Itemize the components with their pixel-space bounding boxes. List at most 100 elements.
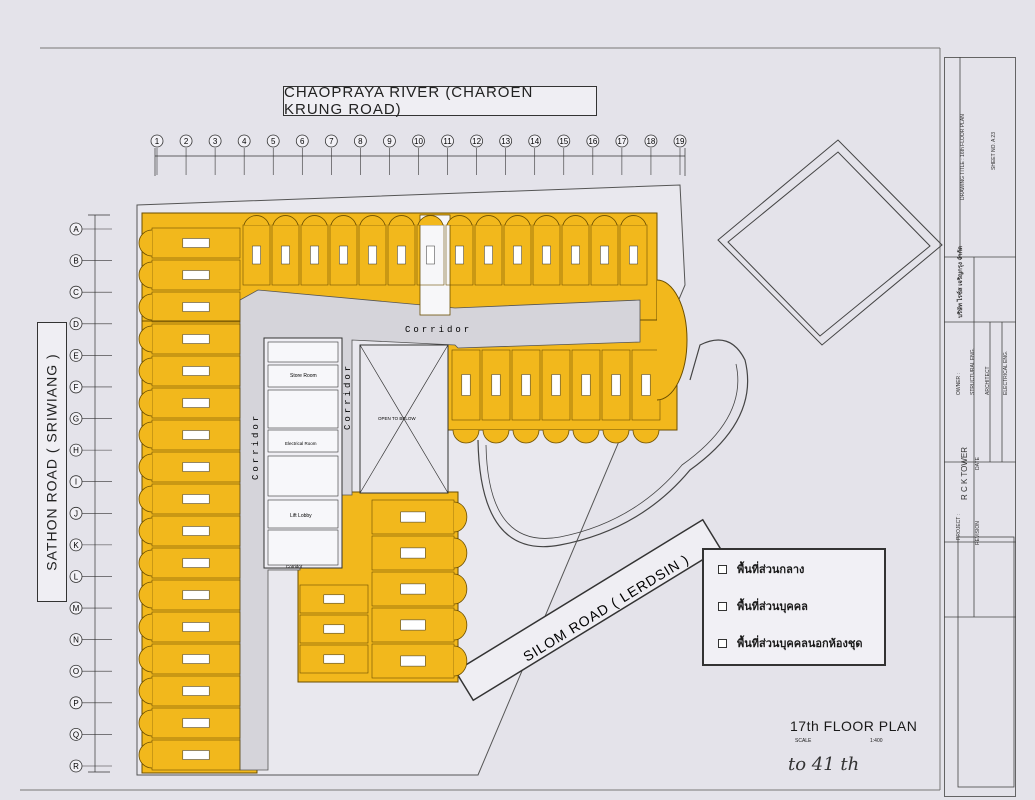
bay-window: [453, 645, 468, 677]
column-marker: [499, 134, 513, 148]
bay-window: [475, 215, 502, 226]
unit-bathroom: [491, 374, 501, 396]
unit-bathroom: [581, 374, 591, 396]
row-marker: [69, 317, 83, 331]
bay-window: [562, 215, 589, 226]
row-marker-label: F: [74, 383, 79, 392]
driveway-loop: [477, 339, 749, 548]
unit-bathroom: [426, 245, 435, 265]
bay-window: [453, 609, 468, 641]
bay-window: [417, 215, 444, 226]
bay-window: [138, 645, 153, 673]
bay-window: [572, 429, 600, 444]
row-marker: [69, 570, 83, 583]
bay-window: [533, 215, 560, 226]
row-marker-label: R: [73, 762, 79, 771]
bay-window: [138, 517, 153, 545]
row-marker: [69, 222, 83, 236]
unit-bathroom: [323, 654, 345, 664]
column-marker-label: 15: [559, 137, 568, 146]
corridor-center-label: Corridor: [343, 363, 353, 430]
east-bay: [656, 279, 688, 401]
bay-window: [138, 293, 153, 321]
column-marker-label: 17: [617, 137, 626, 146]
sathon-road-label: SATHON ROAD ( SRIWIANG ): [37, 322, 67, 602]
column-marker: [324, 134, 338, 148]
column-marker: [412, 134, 425, 148]
unit-bathroom: [461, 374, 471, 396]
unit-bathroom: [182, 590, 210, 600]
column-marker-label: 6: [300, 137, 305, 146]
core-rooms: [267, 341, 339, 566]
row-marker: [69, 285, 83, 299]
unit-bathroom: [182, 302, 210, 312]
column-marker-label: 16: [588, 137, 597, 146]
column-marker-label: 12: [472, 137, 481, 146]
sheet-number: SHEET NO. A 23: [991, 132, 997, 170]
column-marker-label: 13: [501, 137, 510, 146]
column-marker: [528, 134, 542, 148]
unit-bathroom: [551, 374, 561, 396]
row-marker: [69, 475, 83, 489]
row-marker-label: M: [73, 604, 80, 613]
row-marker: [69, 380, 83, 394]
legend-item-label: พื้นที่ส่วนกลาง: [737, 563, 805, 576]
unit-bathroom: [339, 245, 348, 265]
unit-bathroom: [400, 511, 426, 523]
unit-bathroom: [182, 750, 210, 760]
legend-swatch: [718, 638, 727, 648]
row-marker-label: E: [73, 351, 78, 360]
row-marker-label: B: [73, 257, 78, 266]
column-marker-label: 9: [387, 137, 392, 146]
row-marker: [69, 728, 83, 741]
column-marker-label: 7: [329, 137, 334, 146]
row-marker: [69, 601, 83, 615]
unit-bathroom: [400, 583, 426, 595]
unit-bathroom: [182, 654, 210, 664]
unit-bathroom: [182, 430, 210, 440]
bay-window: [138, 741, 153, 769]
electrical-room-label: Electrical Room: [285, 441, 317, 446]
unit-bathroom: [182, 526, 210, 536]
unit-bathroom: [182, 334, 210, 344]
bay-window: [138, 229, 153, 257]
column-marker: [295, 134, 309, 148]
unit-bathroom: [281, 245, 290, 265]
column-marker: [470, 134, 484, 148]
column-marker: [383, 134, 396, 148]
unit-bathroom: [571, 245, 580, 265]
row-marker-label: O: [73, 667, 79, 676]
title-block: [944, 57, 1016, 797]
owner-label: OWNER :: [956, 373, 962, 395]
row-marker: [69, 254, 83, 267]
project-name: R C K TOWER: [960, 446, 969, 500]
column-marker-label: 18: [646, 137, 655, 146]
bay-window: [138, 453, 153, 481]
column-marker: [673, 134, 687, 148]
open-below-label: OPEN TO BELOW: [378, 416, 416, 421]
legend-item-private-outside: พื้นที่ส่วนบุคคลนอกห้องชุด: [718, 634, 863, 652]
adjacent-building: [717, 139, 943, 346]
column-marker: [208, 134, 222, 148]
legend-item-private: พื้นที่ส่วนบุคคล: [718, 597, 808, 615]
bay-window: [359, 215, 386, 226]
column-marker-label: 8: [358, 137, 363, 146]
bay-window: [453, 501, 468, 533]
floor-plan-title: 17th FLOOR PLAN: [790, 718, 918, 734]
bay-window: [138, 581, 153, 609]
legend-swatch: [718, 601, 727, 611]
bay-window: [452, 429, 480, 444]
column-marker: [557, 134, 571, 148]
drawing-title: DRAWING TITLE : 16th FLOOR PLAN: [960, 114, 966, 200]
column-marker: [644, 134, 658, 148]
column-marker-label: 14: [530, 137, 539, 146]
store-room-label: Store Room: [290, 373, 317, 379]
handwritten-note: to 41 th: [788, 754, 860, 775]
unit-bathroom: [182, 462, 210, 472]
bay-window: [138, 325, 153, 353]
row-marker-label: L: [74, 572, 79, 581]
bay-window: [388, 215, 415, 226]
unit-bathroom: [611, 374, 621, 396]
unit-bathroom: [323, 624, 345, 634]
unit-bathroom: [323, 594, 345, 604]
